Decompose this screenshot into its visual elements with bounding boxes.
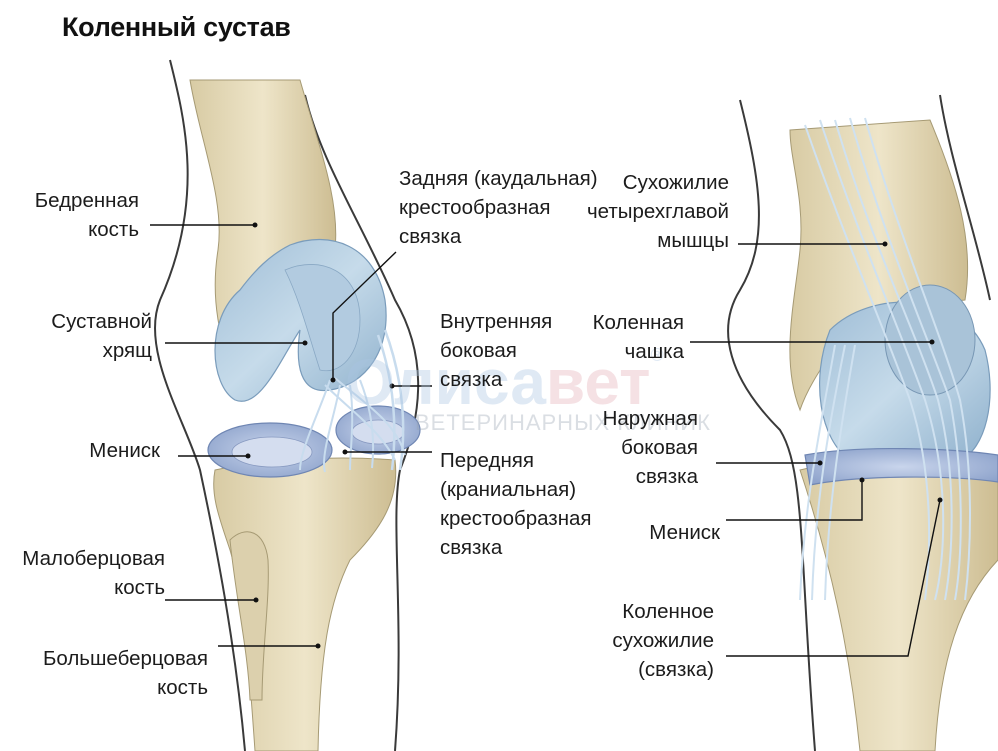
right-tibia-shape (800, 457, 998, 751)
left-meniscus-lateral-inner (352, 420, 404, 444)
right-knee-view (690, 95, 998, 751)
label-meniscus-right: Мениск (649, 518, 720, 547)
label-meniscus-left: Мениск (89, 436, 160, 465)
